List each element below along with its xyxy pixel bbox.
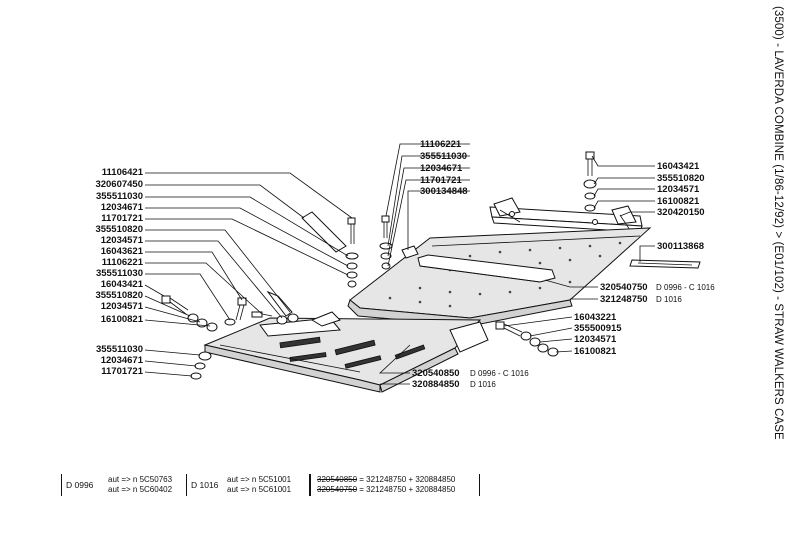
label-16043621: 16043621 <box>101 246 144 257</box>
page-title: (3500) - LAVERDA COMBINE (1/86-12/92) > … <box>772 6 784 440</box>
label-355511030-d: 355511030 <box>420 151 467 162</box>
note-line: aut => n 5C61001 <box>227 485 292 494</box>
label-300113868: 300113868 <box>657 241 704 252</box>
replacement-note: 320540850 = 321248750 + 320884850 320540… <box>310 474 480 496</box>
label-11701721: 11701721 <box>101 213 143 224</box>
label-12034671-b: 12034671 <box>101 355 144 366</box>
superseded-part: 320540750 <box>317 485 358 494</box>
label-320540850-rev: D 0996 - C 1016 <box>470 369 529 378</box>
label-321248750-rev: D 1016 <box>656 295 682 304</box>
revision-note-d1016: D 1016 aut => n 5C51001 aut => n 5C61001 <box>186 474 310 496</box>
label-11701721-c: 11701721 <box>420 175 462 186</box>
label-16100821-r: 16100821 <box>657 196 700 207</box>
note-line: aut => n 5C50763 <box>108 475 173 484</box>
label-12034571-m: 12034571 <box>574 334 617 345</box>
rear-frame-320420150 <box>489 197 643 233</box>
label-320540850: 320540850 <box>412 368 460 379</box>
label-16043421: 16043421 <box>101 279 144 290</box>
revision-note-d0996: D 0996 aut => n 5C50763 aut => n 5C60402 <box>61 474 187 496</box>
label-300134848: 300134848 <box>420 186 468 197</box>
label-355510820: 355510820 <box>95 224 143 235</box>
note-code: D 1016 <box>191 480 219 490</box>
label-355511030-c: 355511030 <box>96 344 143 355</box>
label-16043221: 16043221 <box>574 312 617 323</box>
label-12034571-b: 12034571 <box>101 301 144 312</box>
lower-frame-320884850 <box>203 311 489 393</box>
superseded-part: 320540850 <box>317 475 358 484</box>
label-12034571: 12034571 <box>101 235 144 246</box>
hardware-right <box>583 151 597 212</box>
label-321248750: 321248750 <box>600 294 648 305</box>
hardware-left <box>161 211 359 380</box>
note-line: aut => n 5C51001 <box>227 475 292 484</box>
replacement-parts: = 321248750 + 320884850 <box>359 485 456 494</box>
hardware-middle-right <box>495 321 559 357</box>
label-320607450: 320607450 <box>95 179 143 190</box>
cross-beam <box>417 254 556 283</box>
label-320884850: 320884850 <box>412 379 460 390</box>
label-320420150: 320420150 <box>657 207 705 218</box>
label-320540750: 320540750 <box>600 282 648 293</box>
strip-300113868 <box>629 259 701 269</box>
label-16100821-m: 16100821 <box>574 346 617 357</box>
note-line: aut => n 5C60402 <box>108 485 173 494</box>
label-355511030-b: 355511030 <box>96 268 143 279</box>
leader-lines <box>144 143 655 385</box>
label-12034671: 12034671 <box>101 202 144 213</box>
replacement-parts: = 321248750 + 320884850 <box>359 475 456 484</box>
note-code: D 0996 <box>66 480 94 490</box>
label-12034671-c: 12034671 <box>420 163 463 174</box>
label-320884850-rev: D 1016 <box>470 380 496 389</box>
label-355510820-b: 355510820 <box>95 290 143 301</box>
label-320540750-rev: D 0996 - C 1016 <box>656 283 715 292</box>
label-16100821: 16100821 <box>101 314 144 325</box>
label-11106421: 11106421 <box>102 167 144 178</box>
label-355511030: 355511030 <box>96 191 143 202</box>
label-11701721-b: 11701721 <box>101 366 143 377</box>
label-11106221-c: 11106221 <box>420 139 462 150</box>
label-355500915: 355500915 <box>574 323 622 334</box>
label-355510820-r: 355510820 <box>657 173 705 184</box>
label-12034571-r: 12034571 <box>657 184 700 195</box>
label-11106221: 11106221 <box>102 257 144 268</box>
part-labels: 11106421 320607450 355511030 12034671 11… <box>95 139 715 390</box>
label-16043421-r: 16043421 <box>657 161 700 172</box>
